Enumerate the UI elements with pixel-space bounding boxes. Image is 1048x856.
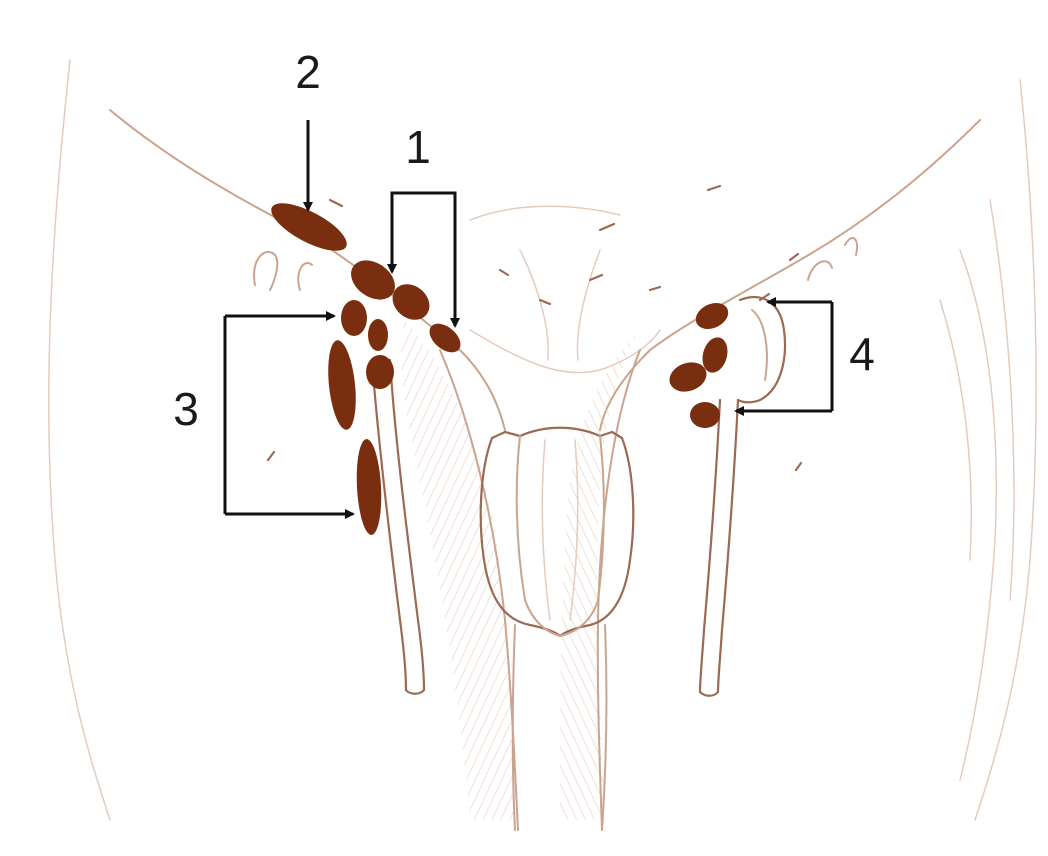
callout-4-label: 4 xyxy=(849,328,875,380)
lymph-node xyxy=(355,438,384,535)
lymph-node xyxy=(690,402,720,428)
lymph-node xyxy=(692,298,733,334)
body-outline-sketch xyxy=(49,60,1036,830)
callout-3: 3 xyxy=(173,316,353,514)
lymph-node xyxy=(368,319,388,351)
lymph-nodes xyxy=(265,194,733,536)
callout-4: 4 xyxy=(736,302,875,411)
lymph-node xyxy=(341,300,367,336)
lymph-node xyxy=(324,339,359,431)
callout-2: 2 xyxy=(295,46,321,210)
lymph-node xyxy=(424,318,466,358)
callout-1-label: 1 xyxy=(405,121,431,173)
lymph-node xyxy=(366,355,394,389)
callout-3-label: 3 xyxy=(173,383,199,435)
callout-2-label: 2 xyxy=(295,46,321,98)
